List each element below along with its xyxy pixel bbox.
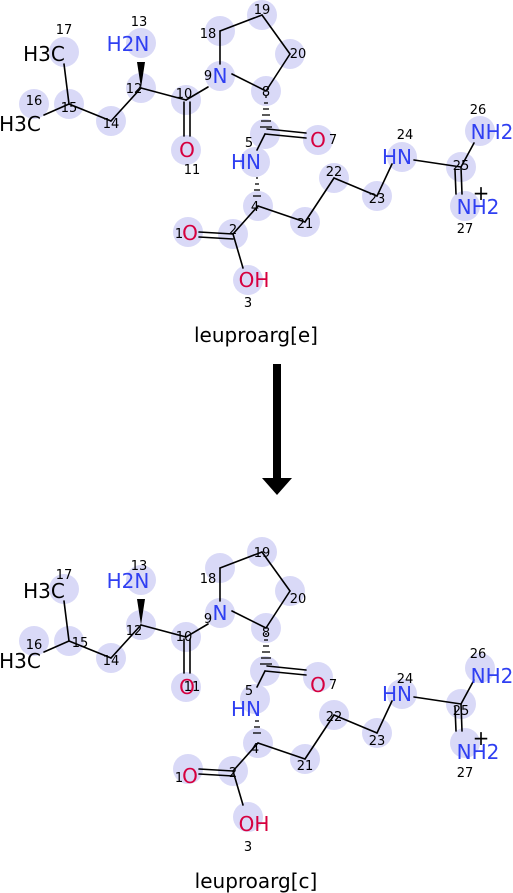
atom-label-13: H2N [107, 569, 150, 593]
atom-label-17: H3C [23, 579, 65, 603]
svg-text:18: 18 [200, 27, 217, 42]
svg-text:12: 12 [126, 82, 143, 97]
svg-text:5: 5 [245, 684, 253, 699]
svg-text:15: 15 [61, 101, 78, 116]
compound-caption-bottom: leuproarg[c] [195, 869, 318, 893]
atom-label-26: NH2 [471, 664, 513, 688]
atom-label-7: O [310, 673, 326, 697]
svg-text:3: 3 [244, 840, 252, 855]
atom-numbers: 17 16 15 14 13 12 10 11 9 18 19 20 8 5 7… [26, 546, 487, 855]
svg-text:16: 16 [26, 94, 43, 109]
svg-text:7: 7 [329, 133, 337, 148]
svg-text:23: 23 [369, 734, 386, 749]
charge-plus: + [473, 726, 490, 750]
svg-text:4: 4 [251, 742, 259, 757]
svg-text:9: 9 [204, 612, 212, 627]
svg-text:2: 2 [229, 766, 237, 781]
svg-text:3: 3 [244, 296, 252, 311]
atom-label-27: NH2 [457, 195, 500, 219]
svg-text:19: 19 [254, 3, 271, 18]
atom-label-1: O [182, 764, 198, 788]
svg-text:10: 10 [176, 87, 193, 102]
svg-text:21: 21 [297, 217, 314, 232]
svg-text:23: 23 [369, 192, 386, 207]
svg-text:10: 10 [176, 630, 193, 645]
charge-plus: + [473, 181, 490, 205]
svg-text:2: 2 [229, 223, 237, 238]
atom-label-5: HN [231, 150, 261, 174]
svg-text:27: 27 [457, 222, 474, 237]
svg-text:8: 8 [262, 85, 270, 100]
svg-text:14: 14 [103, 117, 120, 132]
svg-text:9: 9 [204, 69, 212, 84]
svg-text:18: 18 [200, 572, 217, 587]
atom-label-3: OH [239, 268, 270, 292]
svg-text:19: 19 [254, 546, 271, 561]
svg-text:11: 11 [184, 680, 201, 695]
atom-label-9: N [213, 64, 228, 88]
atom-label-3: OH [239, 812, 270, 836]
svg-text:5: 5 [245, 136, 253, 151]
svg-text:27: 27 [457, 766, 474, 781]
svg-text:25: 25 [453, 704, 470, 719]
compound-caption-top: leuproarg[e] [194, 323, 318, 347]
svg-text:21: 21 [297, 759, 314, 774]
atom-label-1: O [182, 221, 198, 245]
atom-label-26: NH2 [471, 120, 513, 144]
svg-text:14: 14 [103, 654, 120, 669]
svg-text:13: 13 [131, 15, 148, 30]
svg-text:24: 24 [397, 128, 414, 143]
atom-label-11: O [179, 138, 195, 162]
svg-text:1: 1 [175, 227, 183, 242]
svg-text:12: 12 [126, 624, 143, 639]
svg-text:7: 7 [329, 678, 337, 693]
svg-text:8: 8 [262, 626, 270, 641]
atom-label-9: N [213, 601, 228, 625]
svg-text:22: 22 [326, 165, 343, 180]
atom-label-7: O [310, 128, 326, 152]
svg-text:26: 26 [470, 647, 487, 662]
arrow-head-icon [262, 478, 292, 495]
atom-label-24: HN [382, 682, 412, 706]
atom-label-27: NH2 [457, 740, 500, 764]
svg-text:26: 26 [470, 103, 487, 118]
svg-text:20: 20 [290, 47, 307, 62]
svg-text:22: 22 [326, 710, 343, 725]
svg-text:4: 4 [251, 200, 259, 215]
molecule-extracellular: H3C H3C H2N N O HN O HN NH2 NH2 + O OH 1… [0, 0, 513, 347]
reaction-arrow [262, 364, 292, 495]
svg-text:24: 24 [397, 672, 414, 687]
svg-text:1: 1 [175, 771, 183, 786]
atom-label-13: H2N [107, 32, 150, 56]
molecule-cytosol: H3C H3C H2N N O HN O HN NH2 NH2 + O OH 1… [0, 536, 513, 893]
atom-label-11: O [179, 675, 195, 699]
svg-text:17: 17 [56, 23, 73, 38]
svg-text:25: 25 [453, 159, 470, 174]
svg-text:13: 13 [131, 559, 148, 574]
svg-text:16: 16 [26, 638, 43, 653]
atom-label-16: H3C [0, 649, 41, 673]
svg-text:20: 20 [290, 592, 307, 607]
atom-label-16: H3C [0, 112, 41, 136]
svg-text:11: 11 [184, 163, 201, 178]
atom-label-24: HN [382, 145, 412, 169]
atom-label-5: HN [231, 697, 261, 721]
svg-text:17: 17 [56, 568, 73, 583]
svg-text:15: 15 [72, 636, 89, 651]
atom-numbers: 17 16 15 14 13 12 10 11 9 18 19 20 8 5 7… [26, 3, 487, 311]
atom-label-17: H3C [23, 42, 65, 66]
